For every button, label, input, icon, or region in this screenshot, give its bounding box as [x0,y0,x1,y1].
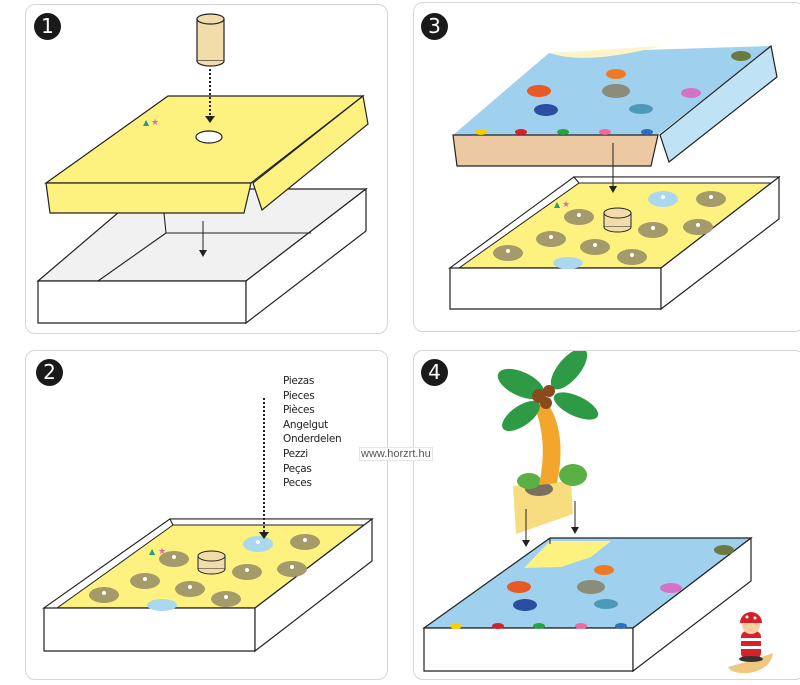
sea-board-front [452,134,659,167]
svg-text:▲: ▲ [143,118,150,127]
peg-hole [195,130,223,144]
sea-creatures [450,545,734,629]
wooden-peg [196,13,225,67]
step-3-badge: 3 [421,13,448,40]
svg-text:★: ★ [151,118,159,128]
step-3-illustration: ▲ ★ [448,44,781,311]
game-discs [493,191,726,269]
parts-label: Pieces [283,389,315,402]
step-2-panel: 2 ▲ ★ [25,350,388,680]
parts-label: Pezzi [283,447,308,460]
svg-text:▲: ▲ [149,547,156,556]
svg-text:★: ★ [562,200,570,210]
game-discs [89,534,320,611]
step-1-illustration: ▲ ★ [36,13,369,325]
step-1-panel: 1 ▲ ★ [25,4,388,334]
palm-tree-island [497,351,599,534]
step-4-badge: 4 [421,359,448,386]
step-1-badge: 1 [34,13,61,40]
parts-label: Peces [283,477,312,490]
sea-creatures [475,51,751,135]
yellow-insert-front [45,182,252,214]
peg-on-board [603,207,632,233]
pirate-figure [728,612,773,674]
box-side-face [245,187,367,325]
step-4-illustration [422,351,773,674]
step-2-illustration: ▲ ★ [42,398,374,653]
parts-label: Peças [283,462,312,475]
box-front-face [37,280,247,324]
step-3-panel: 3 ▲ ★ [413,2,800,332]
peg-on-board [197,550,226,575]
svg-text:▲: ▲ [554,200,561,209]
step-2-badge: 2 [36,359,63,386]
yellow-insert-side-flap [252,94,369,212]
step-4-panel: 4 [413,350,800,680]
watermark: www.horzrt.hu [359,447,433,461]
svg-text:★: ★ [158,547,166,557]
parts-label: Onderdelen [283,433,342,446]
sea-board-side [659,44,778,163]
parts-label: Angelgut [283,418,328,431]
parts-label: Piezas [283,375,315,387]
parts-label: Pièces [283,404,315,417]
parts-label-list: Piezas Pieces Pièces Angelgut Onderdelen… [283,374,342,491]
